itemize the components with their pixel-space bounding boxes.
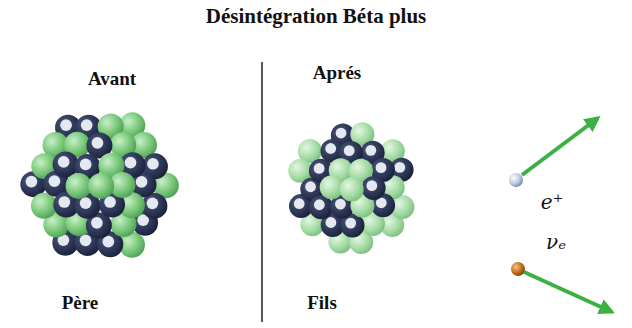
before-label: Avant [88,68,136,90]
father-label: Père [62,292,99,314]
neutrino-arrow [524,272,612,312]
positron-symbol: e⁺ [541,190,563,214]
divider-line [261,62,263,322]
after-label: Aprés [313,62,362,84]
neutrino [511,262,525,276]
nucleon [66,173,92,199]
positron [509,173,523,187]
title: Désintégration Béta plus [206,4,427,29]
nucleon [31,193,57,219]
neutrino-symbol: νₑ [546,230,566,254]
nucleon [362,176,386,200]
nucleon [88,173,114,199]
son-nucleus [288,122,414,254]
son-label: Fils [307,292,337,314]
positron-arrow [522,118,598,175]
nucleon [340,177,364,201]
father-nucleus [20,112,178,257]
